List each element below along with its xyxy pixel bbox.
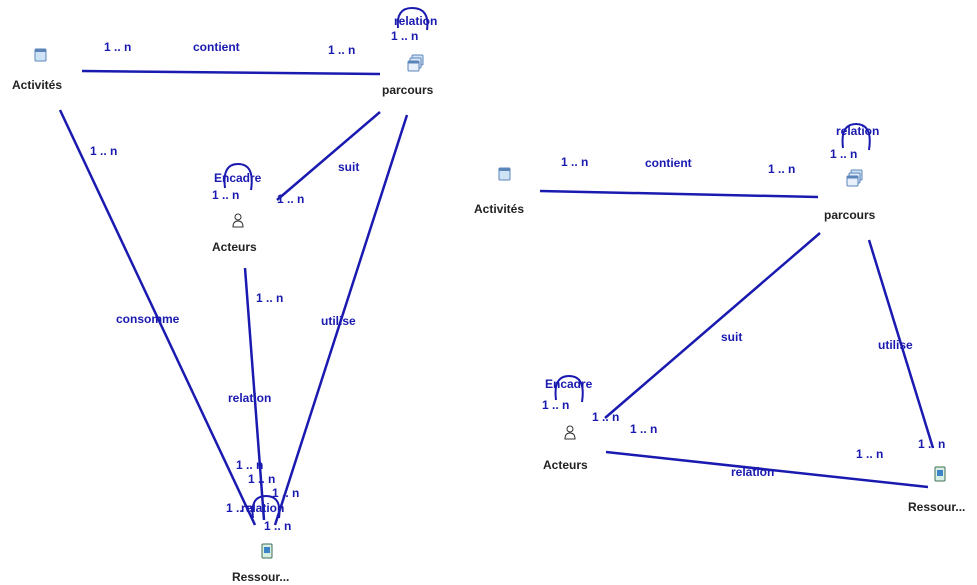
edge-relation-r bbox=[605, 450, 929, 489]
acteurs-self-loop-r bbox=[554, 374, 584, 403]
ressources-icon-r bbox=[934, 466, 946, 482]
parcours-icon-r bbox=[846, 169, 863, 187]
mult-relation-src: 1 .. n bbox=[256, 291, 283, 305]
left-diagram: Activités parcours Acteurs Ressour... co… bbox=[12, 6, 437, 584]
label-relation: relation bbox=[228, 391, 271, 405]
ressources-icon bbox=[261, 543, 273, 559]
edge-suit-r bbox=[604, 232, 821, 419]
acteurs-icon-r bbox=[564, 425, 576, 440]
label-relation-r: relation bbox=[731, 465, 774, 479]
activites-icon-r bbox=[498, 167, 511, 181]
label-suit: suit bbox=[338, 160, 359, 174]
mult-utilise-dst-r: 1 .. n bbox=[918, 437, 945, 451]
mult-ressources-d: 1 .. n bbox=[226, 501, 253, 515]
acteurs-self-loop bbox=[223, 162, 253, 191]
mult-acteurs-loop-r: 1 .. n bbox=[542, 398, 569, 412]
label-suit-r: suit bbox=[721, 330, 742, 344]
mult-suit-dst-r: 1 .. n bbox=[592, 410, 619, 424]
edge-utilise-r bbox=[867, 239, 935, 449]
label-consomme: consomme bbox=[116, 312, 180, 326]
right-diagram: Activités parcours Acteurs Ressour... co… bbox=[474, 122, 965, 514]
ressources-self-loop bbox=[251, 494, 281, 519]
mult-contient-dst: 1 .. n bbox=[328, 43, 355, 57]
label-utilise-r: utilise bbox=[878, 338, 913, 352]
label-utilise: utilise bbox=[321, 314, 356, 328]
mult-contient-src-r: 1 .. n bbox=[561, 155, 588, 169]
parcours-self-loop bbox=[396, 6, 429, 31]
label-acteurs-self: Encadre bbox=[214, 171, 262, 185]
parcours-self-loop-r bbox=[841, 122, 871, 151]
label-ressources-self: relation bbox=[241, 501, 284, 515]
edge-contient bbox=[81, 69, 381, 76]
mult-ressources-a: 1 .. n bbox=[236, 458, 263, 472]
mult-ressources-c: 1 .. n bbox=[272, 486, 299, 500]
node-parcours-r[interactable]: parcours bbox=[824, 208, 876, 222]
node-ressources[interactable]: Ressour... bbox=[232, 570, 289, 584]
label-acteurs-self-r: Encadre bbox=[545, 377, 593, 391]
mult-relation-src-r: 1 .. n bbox=[630, 422, 657, 436]
mult-contient-src: 1 .. n bbox=[104, 40, 131, 54]
label-contient: contient bbox=[193, 40, 240, 54]
mult-parcours-loop: 1 .. n bbox=[391, 29, 418, 43]
acteurs-icon bbox=[232, 213, 244, 228]
mult-parcours-loop-r: 1 .. n bbox=[830, 147, 857, 161]
edge-suit bbox=[276, 111, 381, 201]
mult-acteurs-loop: 1 .. n bbox=[212, 188, 239, 202]
mult-relation-dst-r: 1 .. n bbox=[856, 447, 883, 461]
mult-ressources-loop: 1 .. n bbox=[264, 519, 291, 533]
edge-relation bbox=[243, 267, 266, 521]
parcours-icon bbox=[407, 54, 424, 72]
mult-contient-dst-r: 1 .. n bbox=[768, 162, 795, 176]
mult-consomme-src: 1 .. n bbox=[90, 144, 117, 158]
node-activites-r[interactable]: Activités bbox=[474, 202, 524, 216]
activites-icon bbox=[34, 48, 47, 62]
label-parcours-self-r: relation bbox=[836, 124, 879, 138]
edge-utilise bbox=[273, 114, 409, 526]
node-activites[interactable]: Activités bbox=[12, 78, 62, 92]
edge-contient-r bbox=[539, 189, 819, 199]
mult-ressources-b: 1 .. n bbox=[248, 472, 275, 486]
edge-consomme bbox=[58, 109, 257, 526]
label-contient-r: contient bbox=[645, 156, 692, 170]
node-acteurs-r[interactable]: Acteurs bbox=[543, 458, 588, 472]
label-parcours-self: relation bbox=[394, 14, 437, 28]
mult-suit-dst: 1 .. n bbox=[277, 192, 304, 206]
node-acteurs[interactable]: Acteurs bbox=[212, 240, 257, 254]
node-parcours[interactable]: parcours bbox=[382, 83, 434, 97]
node-ressources-r[interactable]: Ressour... bbox=[908, 500, 965, 514]
